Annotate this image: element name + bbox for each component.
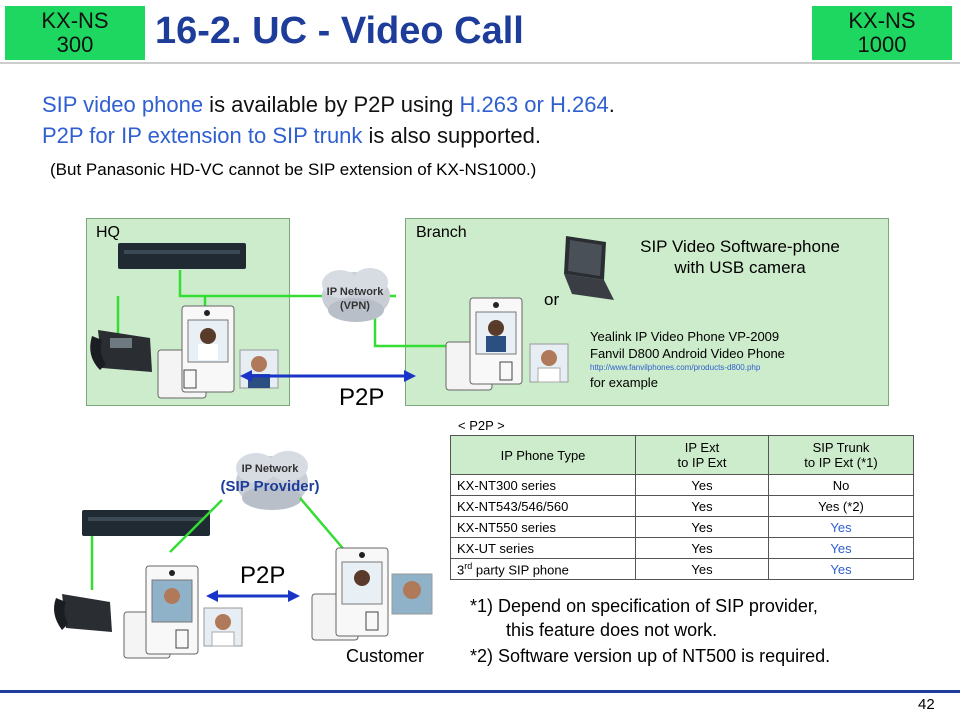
cell-trunk: Yes [768, 537, 914, 559]
softphone-line2: with USB camera [674, 258, 806, 277]
intro-line1-b: is available by P2P using [203, 92, 460, 117]
cell-trunk: Yes [768, 516, 914, 538]
cell-type: KX-NT300 series [450, 474, 636, 496]
example-for-example: for example [590, 375, 658, 390]
sip-provider-cloud-icon [236, 451, 308, 510]
vpn-cloud-line2: (VPN) [340, 300, 370, 312]
vpn-cloud-line1: IP Network [326, 286, 384, 298]
badge-ns300-text: KX-NS 300 [41, 8, 109, 57]
customer-video-phone-icon [311, 547, 389, 641]
cell-ext: Yes [635, 516, 769, 538]
branch-label: Branch [416, 224, 467, 241]
cell-trunk: No [768, 474, 914, 496]
table-row: KX-NT543/546/560 Yes Yes (*2) [450, 495, 914, 517]
cell-trunk: Yes [768, 558, 914, 580]
cell-type: KX-NT550 series [450, 516, 636, 538]
branch-link-line [373, 315, 470, 348]
header-ip-phone-type: IP Phone Type [450, 435, 636, 475]
hq-video-phone-icon [157, 305, 235, 399]
bottom-desk-phone-icon [54, 594, 112, 632]
cell-trunk: Yes (*2) [768, 495, 914, 517]
hq-pbx-icon [118, 243, 246, 269]
softphone-line1: SIP Video Software-phone [640, 237, 840, 256]
hq-desk-phone-icon [90, 330, 152, 372]
customer-label: Customer [346, 646, 425, 666]
intro-line1-d: . [608, 92, 615, 117]
page-number: 42 [918, 696, 935, 713]
note-2: *2) Software version up of NT500 is requ… [470, 646, 831, 666]
cell-type: KX-UT series [450, 537, 636, 559]
customer-person-avatar-icon [391, 573, 433, 615]
cell-type: 3rd party SIP phone [450, 558, 636, 580]
note-1b: this feature does not work. [506, 620, 718, 640]
product-badge-ns1000: KX-NS 1000 [812, 6, 952, 60]
cell-ext: Yes [635, 558, 769, 580]
cell-type: KX-NT543/546/560 [450, 495, 636, 517]
bottom-link-customer [299, 497, 347, 553]
intro-line-3: (But Panasonic HD-VC cannot be SIP exten… [50, 160, 537, 179]
table-row: KX-NT550 series Yes Yes [450, 516, 914, 538]
p2p-bottom-label: P2P [240, 562, 286, 589]
laptop-icon [564, 236, 614, 300]
cell-ext: Yes [635, 537, 769, 559]
branch-person-avatar-icon [529, 343, 569, 383]
example-fanvil: Fanvil D800 Android Video Phone [590, 346, 785, 361]
table-row: KX-NT300 series Yes No [450, 474, 914, 496]
intro-line2-a: P2P for IP extension to SIP trunk [42, 123, 363, 148]
p2p-top-label: P2P [339, 384, 385, 411]
sip-cloud-line1: IP Network [241, 463, 299, 475]
page-title: 16-2. UC - Video Call [155, 10, 524, 52]
hq-label: HQ [96, 224, 120, 241]
sip-cloud-label: IP Network (SIP Provider) [206, 460, 334, 496]
cell-ext: Yes [635, 495, 769, 517]
intro-line-2: P2P for IP extension to SIP trunk is als… [42, 123, 541, 149]
softphone-label: SIP Video Software-phone with USB camera [612, 236, 868, 278]
hq-person-avatar-icon [239, 349, 279, 389]
intro-line1-a: SIP video phone [42, 92, 204, 117]
bottom-link-pbx [169, 499, 223, 553]
note-1a: *1) Depend on specification of SIP provi… [470, 596, 818, 616]
intro-line1-c: H.263 or H.264 [459, 92, 609, 117]
vpn-cloud-label: IP Network (VPN) [316, 285, 394, 313]
customer-side-pbx-icon [82, 510, 210, 536]
title-divider [0, 62, 960, 64]
intro-line2-b: is also supported. [362, 123, 541, 148]
or-label: or [544, 290, 560, 309]
bottom-video-phone-icon [123, 565, 199, 659]
table-caption: < P2P > [458, 418, 505, 433]
badge-ns1000-text: KX-NS 1000 [848, 8, 916, 57]
table-row: 3rd party SIP phone Yes Yes [450, 558, 914, 580]
example-url-link[interactable]: http://www.fanvilphones.com/products-d80… [590, 363, 761, 372]
examples-block: Yealink IP Video Phone VP-2009 Fanvil D8… [590, 328, 785, 391]
example-yealink: Yealink IP Video Phone VP-2009 [590, 329, 780, 344]
sip-cloud-line2: (SIP Provider) [220, 478, 320, 495]
intro-line-1: SIP video phone is available by P2P usin… [42, 92, 615, 118]
product-badge-ns300: KX-NS 300 [5, 6, 145, 60]
footer-divider [0, 690, 960, 693]
cell-ext: Yes [635, 474, 769, 496]
table-row: KX-UT series Yes Yes [450, 537, 914, 559]
branch-video-phone-icon [445, 297, 523, 391]
bottom-person-avatar-icon [203, 607, 243, 647]
vpn-cloud-icon [322, 268, 390, 322]
